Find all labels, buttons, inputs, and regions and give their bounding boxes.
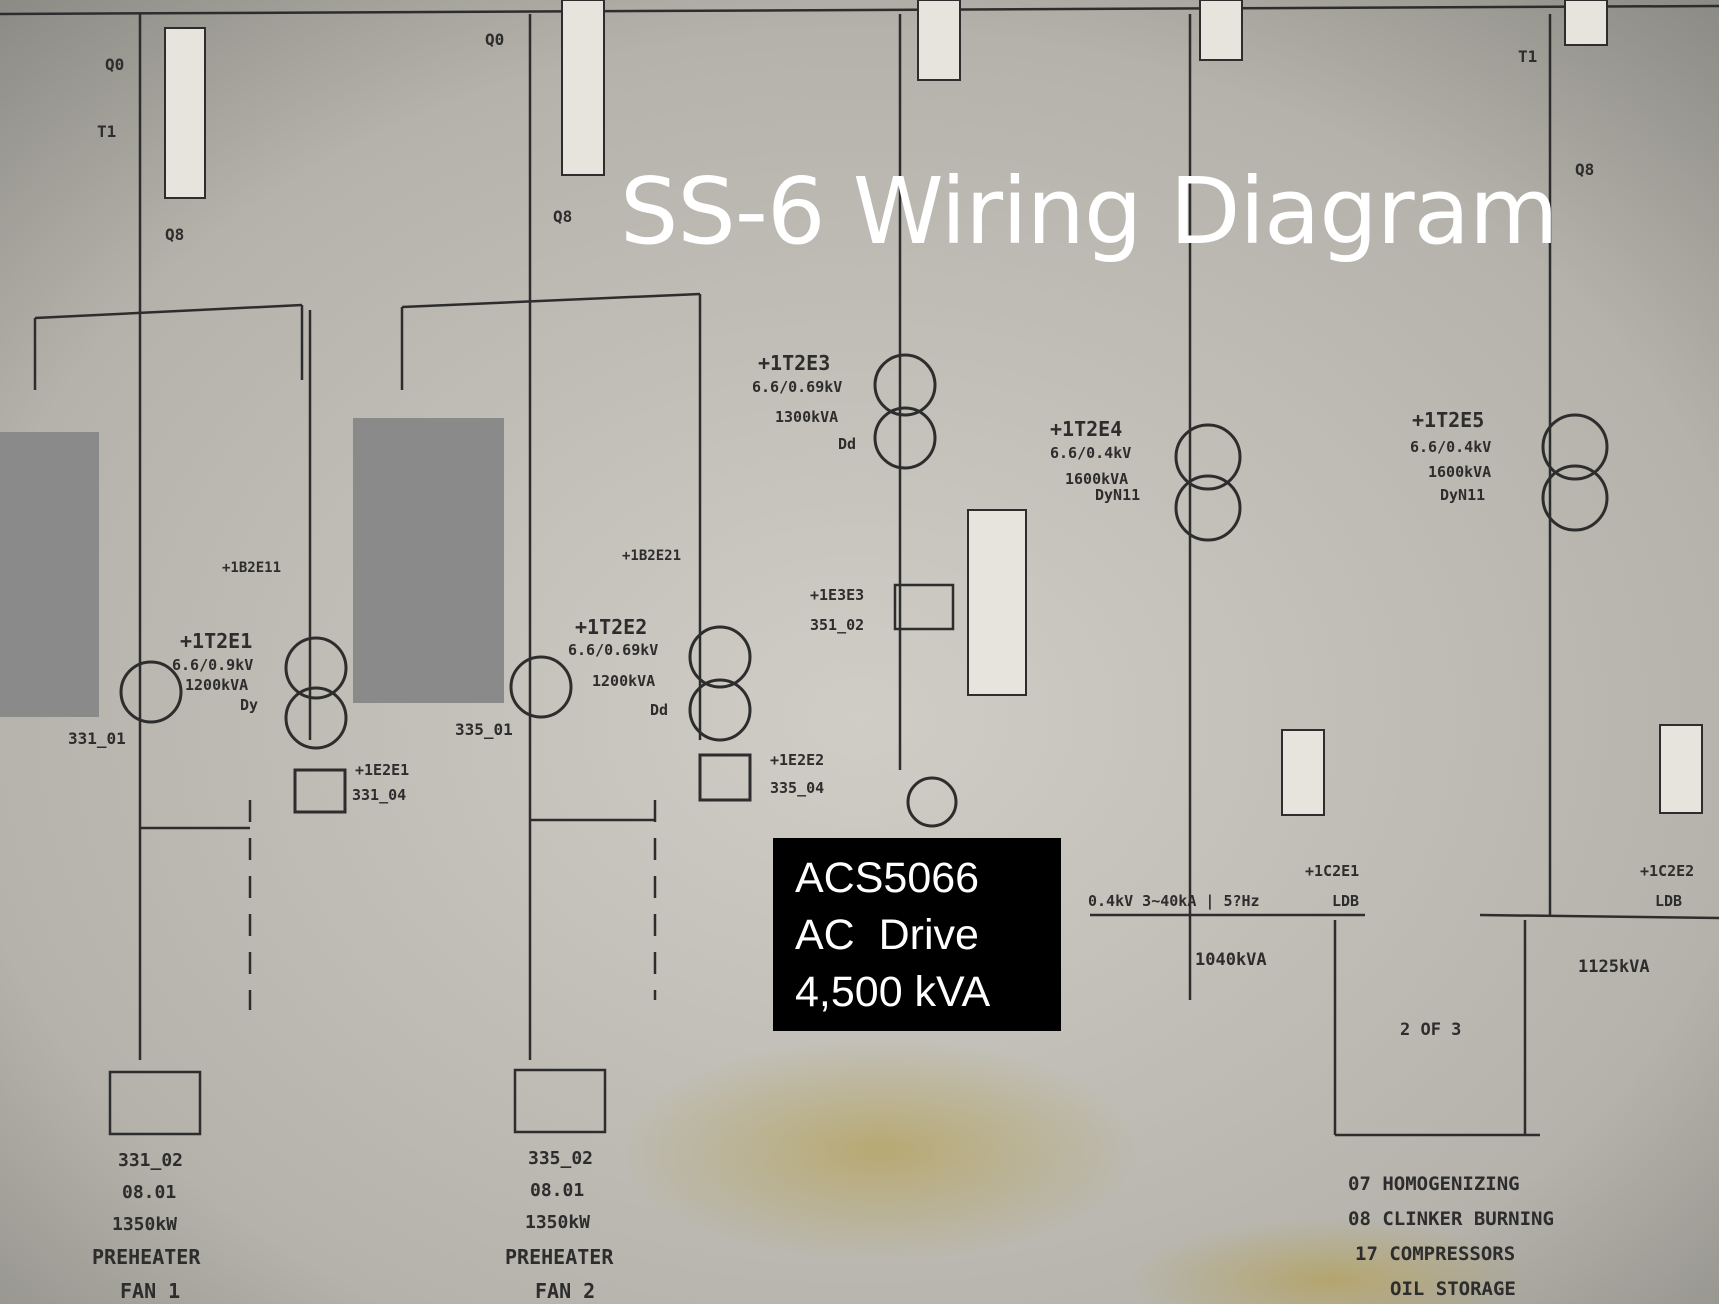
feeder1-rating: 6.6/0.9kV: [172, 656, 253, 674]
feeder2-load-fan: FAN 2: [535, 1279, 595, 1303]
feeder1-breaker-tag: +1B2E11: [222, 560, 281, 576]
feeder1-load-fan: FAN 1: [120, 1279, 180, 1303]
feeder4-power: 1600kVA: [1065, 470, 1128, 488]
feeder2-load-power: 1350kW: [525, 1212, 590, 1233]
schematic-lines: [0, 4, 1719, 1137]
feeder5-panel: +1C2E2: [1640, 862, 1694, 880]
converter-box-1: [293, 768, 347, 814]
feeder4-note: 2 OF 3: [1400, 1020, 1461, 1040]
feeder3-transformer-label: +1T2E3: [758, 351, 830, 375]
stain-bottom: [1130, 1220, 1530, 1304]
feeder4-panel-sub: LDB: [1332, 892, 1359, 910]
feeder4-load-kva: 1040kVA: [1195, 950, 1267, 970]
feeder3-converter: +1E3E3: [810, 586, 864, 604]
area-label-oil: OIL STORAGE: [1390, 1278, 1516, 1300]
drive-callout: ACS5066 AC Drive 4,500 kVA: [773, 838, 1061, 1031]
feeder5-panel-sub: LDB: [1655, 892, 1682, 910]
area-label-17: 17 COMPRESSORS: [1355, 1243, 1515, 1265]
feeder2-motor-tag: 335_01: [455, 720, 513, 739]
feeder2-load-name: PREHEATER: [505, 1245, 614, 1269]
feeder3-converter-tag: 351_02: [810, 616, 864, 634]
feeder2-load-tag: 335_02: [528, 1148, 593, 1169]
feeder4-transformer-label: +1T2E4: [1050, 417, 1122, 441]
area-label-07: 07 HOMOGENIZING: [1348, 1173, 1520, 1195]
feeder2-power: 1200kVA: [592, 672, 655, 690]
coffee-stain: [620, 1040, 1140, 1260]
feeder1-load-tag: 331_02: [118, 1150, 183, 1171]
feeder5-rating: 6.6/0.4kV: [1410, 438, 1491, 456]
q8-label-2: Q8: [553, 207, 572, 226]
feeder1-power: 1200kVA: [185, 676, 248, 694]
area-label-08: 08 CLINKER BURNING: [1348, 1208, 1554, 1230]
feeder2-load-code: 08.01: [530, 1180, 584, 1201]
callout-rating: 4,500 kVA: [795, 968, 991, 1016]
feeder5-vector: DyN11: [1440, 486, 1485, 504]
callout-model: ACS5066: [795, 854, 980, 902]
feeder3-vector: Dd: [838, 435, 856, 453]
converter-box-2: [698, 753, 752, 802]
feeder2-rating: 6.6/0.69kV: [568, 641, 658, 659]
feeder1-motor-tag: 331_01: [68, 729, 126, 748]
feeder3-rating: 6.6/0.69kV: [752, 378, 842, 396]
feeder2-converter-tag: 335_04: [770, 779, 824, 797]
feeder4-bus: 0.4kV 3~40kA | 5?Hz: [1088, 892, 1260, 911]
feeder2-breaker-tag: +1B2E21: [622, 548, 681, 564]
feeder2-converter: +1E2E2: [770, 751, 824, 769]
q8-label-5: Q8: [1575, 160, 1594, 179]
q8-label: Q8: [165, 225, 184, 244]
feeder2-vector: Dd: [650, 701, 668, 719]
feeder2-transformer-label: +1T2E2: [575, 615, 647, 639]
transformer-symbols: [119, 353, 1609, 828]
terminal-strips: [164, 0, 1703, 816]
redaction-block-center: [353, 418, 504, 703]
schematic-text: +1T2E1 6.6/0.9kV 1200kVA Dy 331_01 +1E2E…: [68, 30, 1694, 1303]
callout-type: AC Drive: [795, 911, 979, 959]
feeder1-converter-tag: 331_04: [352, 786, 406, 804]
feeder5-power: 1600kVA: [1428, 463, 1491, 481]
feeder4-rating: 6.6/0.4kV: [1050, 444, 1131, 462]
t1-label-5: T1: [1518, 47, 1537, 66]
feeder4-vector: DyN11: [1095, 486, 1140, 504]
feeder1-load-name: PREHEATER: [92, 1245, 201, 1269]
feeder5-transformer-label: +1T2E5: [1412, 408, 1484, 432]
feeder3-power: 1300kVA: [775, 408, 838, 426]
feeder4-panel: +1C2E1: [1305, 862, 1359, 880]
redaction-block-left: [0, 432, 99, 717]
feeder1-load-code: 08.01: [122, 1182, 176, 1203]
t1-label: T1: [97, 122, 116, 141]
feeder1-converter: +1E2E1: [355, 761, 409, 779]
q0-label-2: Q0: [485, 30, 504, 49]
feeder1-transformer-label: +1T2E1: [180, 629, 252, 653]
feeder5-load-kva: 1125kVA: [1578, 957, 1650, 977]
q0-label: Q0: [105, 55, 124, 74]
feeder1-load-power: 1350kW: [112, 1214, 177, 1235]
feeder1-vector: Dy: [240, 696, 258, 714]
page-title: SS-6 Wiring Diagram: [620, 158, 1559, 265]
